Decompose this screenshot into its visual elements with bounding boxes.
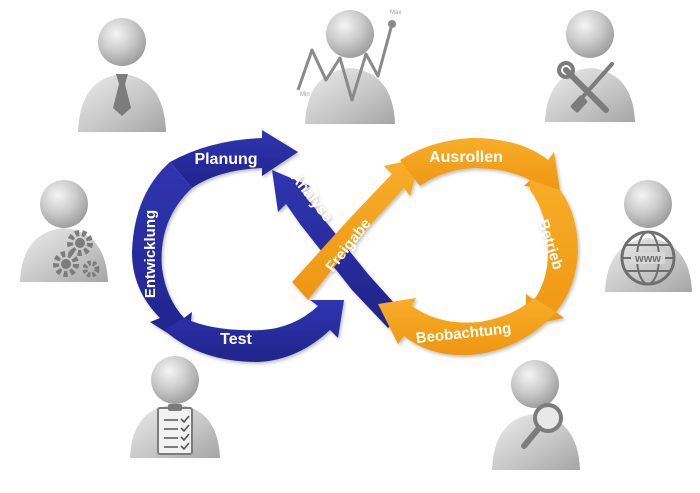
- person-monitoring: [492, 360, 580, 470]
- globe-www-text: www: [634, 253, 661, 265]
- magnifier-icon: [521, 403, 563, 449]
- gears-icon: [53, 230, 100, 278]
- person-analyst: Max Min: [296, 10, 401, 124]
- label-planung: Planung: [194, 151, 257, 168]
- label-test: Test: [220, 331, 252, 348]
- ops-loop: [292, 138, 578, 356]
- line-chart-icon: Max Min: [296, 10, 401, 102]
- arrow-betrieb: [526, 180, 578, 326]
- label-entwicklung: Entwicklung: [142, 210, 159, 298]
- clipboard-checklist-icon: [157, 404, 193, 455]
- arrow-planung: [170, 130, 298, 188]
- dev-loop: [132, 130, 404, 362]
- person-developer: [20, 180, 108, 282]
- devops-cycle: Planung Entwicklung Test Analyse Ausroll…: [132, 130, 578, 362]
- tie-icon: [113, 74, 131, 116]
- person-web-operations: www: [605, 180, 692, 292]
- person-tester: [130, 356, 220, 458]
- person-business: [78, 18, 166, 132]
- arrow-ausrollen: [400, 138, 560, 190]
- chart-max-label: Max: [390, 10, 401, 16]
- arrow-freigabe: [292, 158, 420, 300]
- person-operations: [545, 10, 635, 122]
- arrow-beobachtung: [378, 298, 556, 356]
- wrench-screwdriver-icon: [557, 61, 614, 113]
- chart-min-label: Min: [300, 92, 310, 98]
- label-ausrollen: Ausrollen: [429, 149, 503, 166]
- globe-icon: www: [620, 230, 676, 286]
- arrow-entwicklung: [132, 162, 192, 346]
- arrow-test: [164, 300, 344, 362]
